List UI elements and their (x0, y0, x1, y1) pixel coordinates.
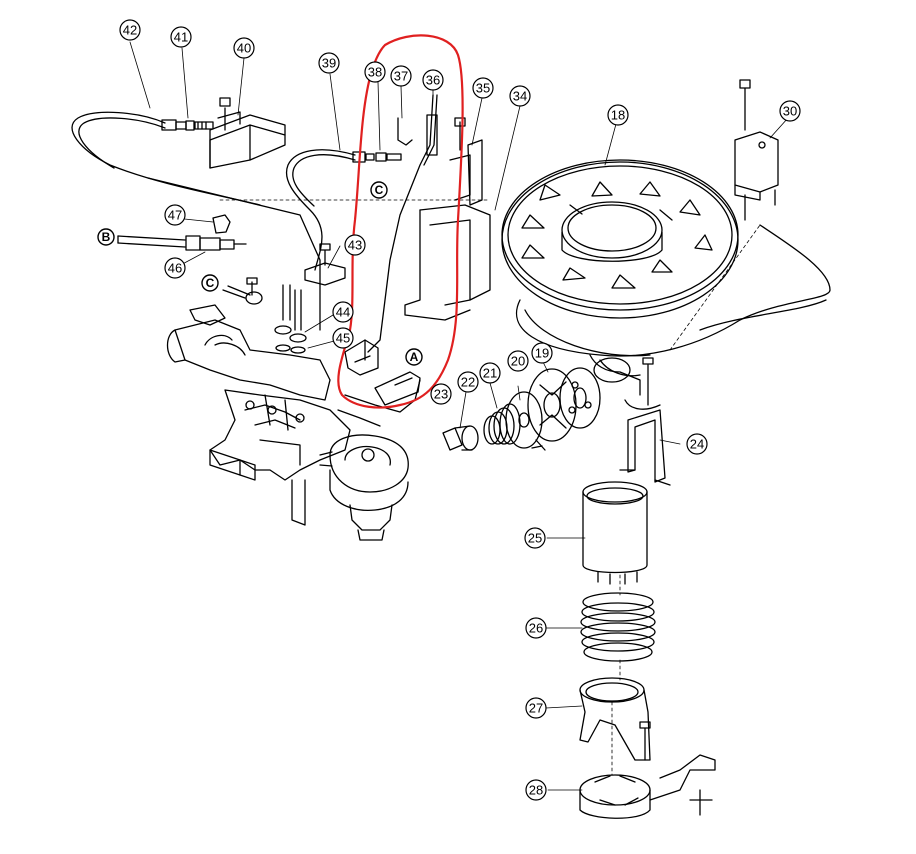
callout-label: 45 (336, 331, 350, 346)
terminal-c (222, 277, 263, 305)
callout-18: 18 (607, 104, 629, 126)
fitting-47 (212, 214, 231, 234)
cable-39 (285, 149, 356, 271)
bellows-22 (483, 403, 521, 445)
part-28 (579, 754, 716, 819)
cable-42 (71, 111, 321, 331)
connection-tag-b: B (97, 228, 115, 246)
fitting-23 (442, 425, 479, 451)
callout-label: 37 (394, 69, 408, 84)
bracket-30 (734, 79, 779, 221)
connection-tag-c: C (201, 274, 219, 292)
clip-37 (397, 117, 413, 146)
spring-26 (580, 592, 656, 662)
callout-label: 42 (123, 23, 137, 38)
bracket-24 (619, 357, 671, 486)
callout-label: 21 (483, 366, 497, 381)
callout-label: 18 (611, 108, 625, 123)
callout-label: 39 (322, 56, 336, 71)
burner-ring-18 (501, 159, 739, 319)
callout-24: 24 (686, 433, 708, 455)
callout-label: 26 (529, 621, 543, 636)
callout-label: 36 (426, 73, 440, 88)
callout-30: 30 (779, 100, 801, 122)
callout-25: 25 (524, 527, 546, 549)
connection-tag-label: C (375, 183, 384, 197)
callout-label: 47 (168, 208, 182, 223)
callout-43: 43 (344, 234, 366, 256)
connection-tag-label: B (102, 230, 111, 244)
rods (274, 284, 307, 354)
callout-label: 34 (513, 89, 527, 104)
callout-19: 19 (531, 342, 553, 364)
bracket-34 (404, 204, 491, 321)
fitting-46 (185, 235, 247, 251)
connection-tag-a: A (405, 348, 423, 366)
connector-plug (344, 339, 379, 376)
callout-36: 36 (422, 69, 444, 91)
callout-label: 44 (336, 305, 350, 320)
fitting-41 (161, 119, 214, 131)
callout-40: 40 (233, 37, 255, 59)
callout-label: 25 (528, 531, 542, 546)
valve-body (166, 304, 351, 526)
callout-28: 28 (525, 779, 547, 801)
callout-22: 22 (457, 371, 479, 393)
callout-label: 43 (348, 238, 362, 253)
callout-37: 37 (390, 65, 412, 87)
callout-label: 24 (690, 437, 704, 452)
callout-21: 21 (479, 362, 501, 384)
callout-44: 44 (332, 301, 354, 323)
disc-21 (505, 391, 543, 449)
leader-lines (129, 41, 789, 791)
disc-19 (559, 367, 601, 429)
callout-label: 28 (529, 783, 543, 798)
callout-label: 27 (529, 701, 543, 716)
callout-39: 39 (318, 52, 340, 74)
callout-label: 30 (783, 104, 797, 119)
callout-label: 46 (168, 261, 182, 276)
callout-42: 42 (119, 19, 141, 41)
bracket-a (374, 371, 421, 406)
callout-47: 47 (164, 204, 186, 226)
connection-tag-label: A (410, 350, 419, 364)
highlight-outline (337, 34, 464, 409)
callout-34: 34 (509, 85, 531, 107)
tube-b (117, 235, 186, 248)
callout-38: 38 (364, 61, 386, 83)
callout-41: 41 (170, 26, 192, 48)
callout-label: 40 (237, 41, 251, 56)
bracket-35 (449, 117, 483, 206)
callout-label: 20 (511, 354, 525, 369)
callout-label: 22 (461, 375, 475, 390)
callout-26: 26 (525, 617, 547, 639)
cup-25 (582, 481, 648, 585)
cable-36 (367, 94, 438, 353)
connection-tag-c: C (370, 181, 388, 199)
callout-45: 45 (332, 327, 354, 349)
callout-23: 23 (430, 383, 452, 405)
callout-20: 20 (507, 350, 529, 372)
callout-label: 19 (535, 346, 549, 361)
callout-46: 46 (164, 257, 186, 279)
callout-35: 35 (472, 77, 494, 99)
callout-label: 23 (434, 387, 448, 402)
callout-label: 41 (174, 30, 188, 45)
motor-body (319, 379, 421, 541)
part-27 (579, 677, 651, 761)
callout-label: 38 (368, 65, 382, 80)
callout-label: 35 (476, 81, 490, 96)
bracket-43 (304, 243, 346, 286)
callout-27: 27 (525, 697, 547, 719)
connection-tag-label: C (206, 276, 215, 290)
bracket-40 (209, 97, 286, 169)
burner-housing (515, 224, 831, 410)
